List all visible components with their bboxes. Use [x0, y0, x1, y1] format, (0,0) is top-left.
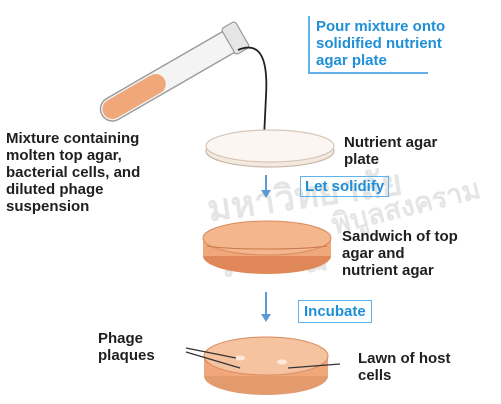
lawn-line: cells: [358, 367, 451, 384]
phage-plaques-label: Phage plaques: [98, 330, 155, 364]
nutrient-line: plate: [344, 151, 437, 168]
solidify-step-label: Let solidify: [300, 176, 389, 197]
pour-line-3: agar plate: [316, 52, 445, 69]
mixture-line: suspension: [6, 198, 140, 215]
mixture-label: Mixture containing molten top agar, bact…: [6, 130, 140, 215]
down-arrow-1: [261, 175, 271, 198]
plaque-spot: [277, 360, 287, 365]
sandwich-plate: [203, 221, 331, 274]
test-tube-icon: [95, 21, 250, 128]
mixture-line: Mixture containing: [6, 130, 140, 147]
incubate-step-label: Incubate: [298, 300, 372, 323]
sandwich-label: Sandwich of top agar and nutrient agar: [342, 228, 458, 279]
pour-box-bottom-bar: [308, 72, 428, 74]
pour-box-left-bar: [308, 16, 310, 72]
pour-step-label: Pour mixture onto solidified nutrient ag…: [316, 18, 445, 69]
lawn-label: Lawn of host cells: [358, 350, 451, 384]
down-arrow-2: [261, 292, 271, 322]
pour-arrow: [238, 48, 266, 138]
sandwich-line: nutrient agar: [342, 262, 458, 279]
sandwich-line: agar and: [342, 245, 458, 262]
nutrient-plate-label: Nutrient agar plate: [344, 134, 437, 168]
phage-line: plaques: [98, 347, 155, 364]
plaque-spot: [235, 356, 245, 361]
sandwich-line: Sandwich of top: [342, 228, 458, 245]
pour-line-1: Pour mixture onto: [316, 18, 445, 35]
nutrient-agar-plate: [206, 130, 334, 167]
pour-line-2: solidified nutrient: [316, 35, 445, 52]
phage-line: Phage: [98, 330, 155, 347]
mixture-line: molten top agar,: [6, 147, 140, 164]
nutrient-line: Nutrient agar: [344, 134, 437, 151]
mixture-line: bacterial cells, and: [6, 164, 140, 181]
mixture-line: diluted phage: [6, 181, 140, 198]
lawn-line: Lawn of host: [358, 350, 451, 367]
